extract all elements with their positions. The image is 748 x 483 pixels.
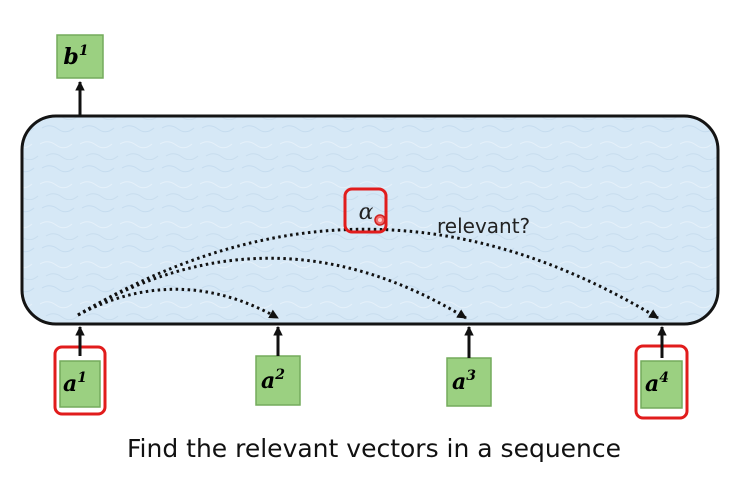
input-vector-a4: a4 xyxy=(634,344,689,420)
self-attention-block xyxy=(20,114,720,326)
output-vector-box xyxy=(56,34,104,79)
input-vector-a3: a3 xyxy=(446,357,492,407)
input-vector-box-a1 xyxy=(59,360,101,408)
input-vector-superscript-a1: 1 xyxy=(77,370,87,386)
input-vector-label-a1: a xyxy=(63,371,77,397)
input-vector-superscript-a2: 2 xyxy=(274,367,285,383)
diagram-caption: Find the relevant vectors in a sequence xyxy=(126,434,622,463)
svg-text:a3: a3 xyxy=(452,368,476,395)
svg-text:b1: b1 xyxy=(63,43,88,70)
relevance-arc-a4 xyxy=(77,227,659,320)
input-vector-superscript-a3: 3 xyxy=(466,368,476,384)
input-vector-box-a3 xyxy=(446,357,492,407)
relevance-arc-a3 xyxy=(77,256,467,320)
relevance-arc-a2 xyxy=(77,287,279,320)
relevance-question: relevant? xyxy=(437,214,530,238)
attention-score-frame xyxy=(343,187,388,234)
svg-text:a1: a1 xyxy=(63,370,87,397)
input-vector-label-a3: a xyxy=(452,369,466,395)
svg-text:a2: a2 xyxy=(261,367,285,394)
output-vector-superscript: 1 xyxy=(79,43,89,59)
input-vector-a2: a2 xyxy=(255,355,301,406)
output-vector-b1: b1 xyxy=(56,34,104,79)
input-vector-superscript-a4: 4 xyxy=(659,370,669,386)
pointer-dot-core xyxy=(378,218,382,222)
input-vector-box-a4 xyxy=(640,360,683,409)
svg-text:a4: a4 xyxy=(645,370,669,397)
output-vector-label: b xyxy=(63,44,78,70)
attention-score-symbol: α xyxy=(359,200,374,225)
input-vector-label-a2: a xyxy=(261,368,275,394)
input-vector-a1: a1 xyxy=(53,345,107,416)
input-vector-label-a4: a xyxy=(645,371,659,397)
